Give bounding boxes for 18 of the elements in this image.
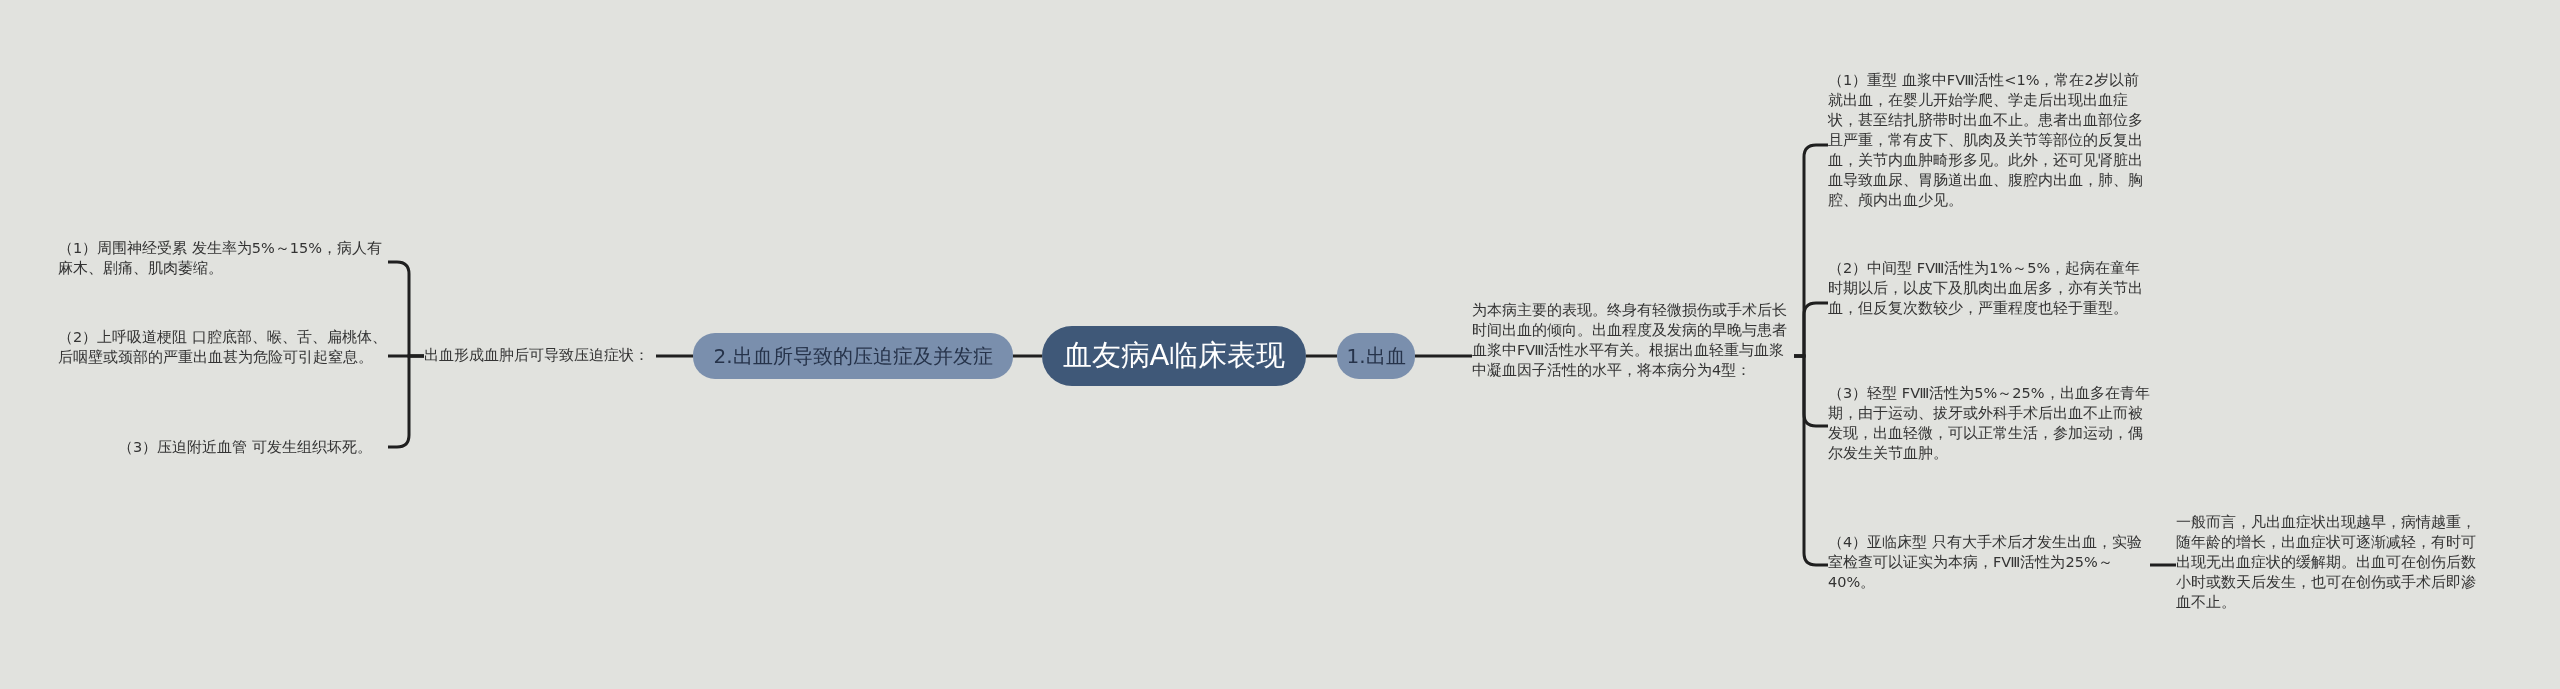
connector-line <box>1415 354 1472 358</box>
branch-text: （1）重型 血浆中FⅧ活性<1%，常在2岁以前就出血，在婴儿开始学爬、学走后出现出血症状，甚至结扎脐带时出血不止。患者出血部位多且严重，常有皮下、肌肉及关节等部位的反复出血，关节内血肿畸形多见。此外，还可见肾脏出血导致血尿、胃肠道出血、腹腔内出血，肺、胸腔、颅内出血少见。 <box>1828 70 2150 210</box>
connector-line <box>2150 563 2176 567</box>
topic-box: 2.出血所导致的压迫症及并发症 <box>693 333 1013 379</box>
branch-text: （3）轻型 FⅧ活性为5%～25%，出血多在青年期，由于运动、拔牙或外科手术后出血不止而被发现，出血轻微，可以正常生活，参加运动，偶尔发生关节血肿。 <box>1828 383 2150 463</box>
branch-text: （1）周围神经受累 发生率为5%～15%，病人有麻木、剧痛、肌肉萎缩。 <box>58 238 388 278</box>
connector-line <box>656 354 693 358</box>
branch-text: （3）压迫附近血管 可发生组织坏死。 <box>118 437 388 457</box>
branch-text: （2）中间型 FⅧ活性为1%～5%，起病在童年时期以后，以皮下及肌肉出血居多，亦有关节出血，但反复次数较少，严重程度也轻于重型。 <box>1828 258 2150 318</box>
branch-text: 为本病主要的表现。终身有轻微损伤或手术后长时间出血的倾向。出血程度及发病的早晚与患者血浆中FⅧ活性水平有关。根据出血轻重与血浆中凝血因子活性的水平，将本病分为4型： <box>1472 300 1794 380</box>
branch-text: （2）上呼吸道梗阻 口腔底部、喉、舌、扁桃体、后咽壁或颈部的严重出血甚为危险可引起窒息。 <box>58 327 388 367</box>
branch-text: 一般而言，凡出血症状出现越早，病情越重，随年龄的增长，出血症状可逐渐减轻，有时可出现无出血症状的缓解期。出血可在创伤后数小时或数天后发生，也可在创伤或手术后即渗血不止。 <box>2176 512 2486 612</box>
branch-text: （4）亚临床型 只有大手术后才发生出血，实验室检查可以证实为本病，FⅧ活性为25%～40%。 <box>1828 532 2150 592</box>
branch-text: 出血形成血肿后可导致压迫症状： <box>424 345 656 365</box>
topic-box: 1.出血 <box>1337 333 1415 379</box>
connector-line <box>1013 354 1042 358</box>
connector-line <box>1306 354 1337 358</box>
central-topic: 血友病A临床表现 <box>1042 326 1306 386</box>
